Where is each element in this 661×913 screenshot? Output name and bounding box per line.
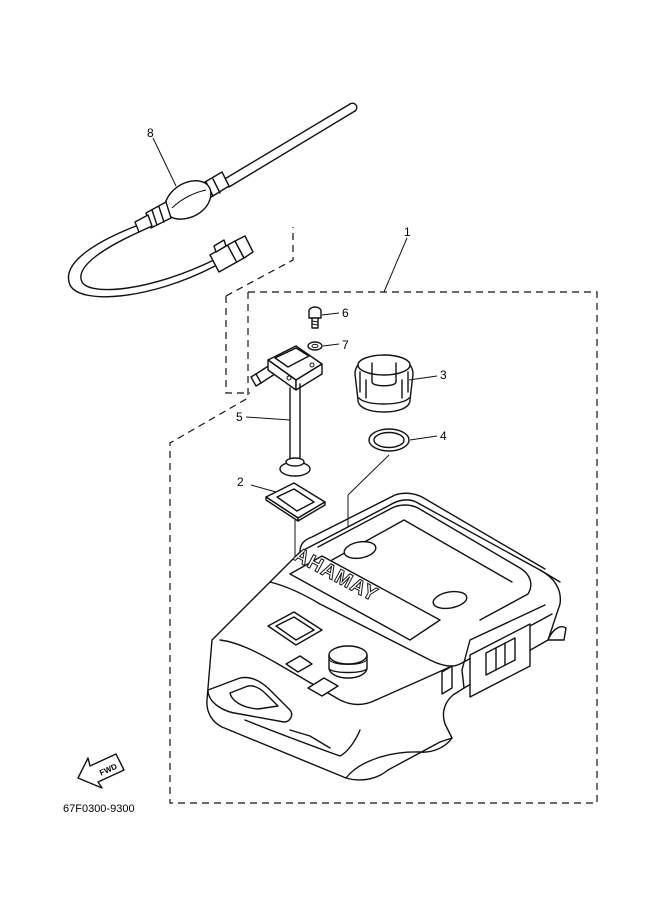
callout-label-1: 1	[404, 225, 411, 239]
fwd-arrow-icon: FWD	[77, 753, 125, 789]
assembly-boundary	[169, 291, 598, 804]
callout-label-2: 2	[237, 475, 244, 489]
hose-connection-guide	[225, 227, 294, 394]
callout-label-4: 4	[440, 429, 447, 443]
callout-label-8: 8	[147, 126, 154, 140]
fuel-tank: YAMAHA	[206, 492, 567, 781]
screw-part	[308, 306, 322, 329]
callout-label-6: 6	[342, 306, 349, 320]
filler-cap-part	[354, 354, 414, 413]
callout-label-5: 5	[236, 410, 243, 424]
square-gasket-part	[265, 482, 326, 522]
callout-label-7: 7	[342, 338, 349, 352]
o-ring-part	[368, 428, 410, 452]
callout-label-3: 3	[440, 368, 447, 382]
fuel-hose-assembly	[67, 102, 358, 298]
diagram-code: 67F0300-9300	[63, 803, 135, 815]
callout-leaders	[152, 137, 438, 493]
washer-part	[307, 341, 323, 351]
fuel-pickup-fitting	[250, 345, 323, 477]
